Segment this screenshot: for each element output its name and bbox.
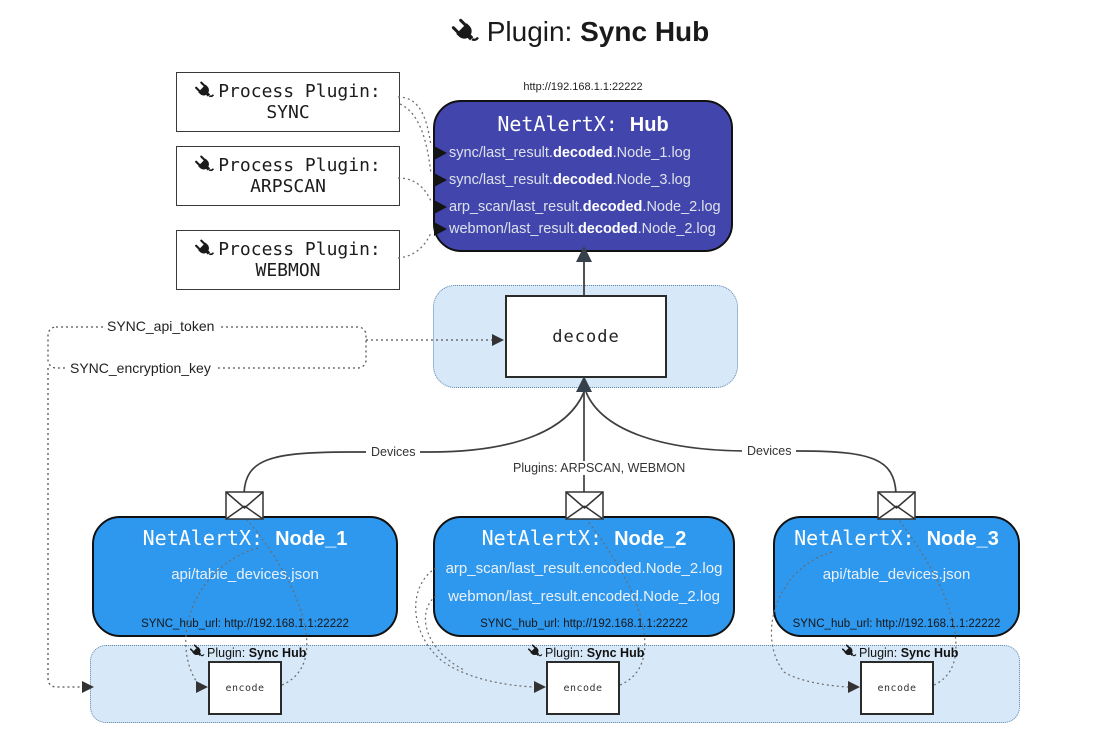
process-plugin-arpscan-box: Process Plugin: ARPSCAN (176, 146, 400, 206)
process-plugin-label: Process Plugin: (218, 81, 381, 102)
node1-file: api/table_devices.json (171, 566, 319, 583)
encode-box-1: encode (208, 661, 282, 715)
log-bold: decoded (577, 221, 638, 237)
node-title-prefix: NetAlertX: (481, 526, 615, 550)
node1-hub-url: SYNC_hub_url: http://192.168.1.1:22222 (141, 618, 349, 630)
hub-log-line: arp_scan/last_result.decoded.Node_2.log (449, 199, 734, 215)
encode-box-2: encode (546, 661, 620, 715)
node3-hub-url: SYNC_hub_url: http://192.168.1.1:22222 (792, 618, 1001, 630)
process-plugin-name: ARPSCAN (250, 176, 326, 197)
node2-file: arp_scan/last_result.encoded.Node_2.log (445, 560, 723, 577)
node2-title: NetAlertX: Node_2 (433, 526, 735, 551)
plug-icon (449, 17, 481, 49)
node-title-bold: Node_3 (926, 528, 999, 550)
band-plugin-label: Plugin: Sync Hub (189, 643, 307, 661)
log-bold: decoded (552, 172, 613, 188)
devices-label-left: Devices (366, 445, 421, 459)
log-post: .Node_2.log (637, 221, 716, 237)
process-plugin-label: Process Plugin: (218, 155, 381, 176)
sync-encryption-key-label: SYNC_encryption_key (66, 360, 215, 376)
node-title-prefix: NetAlertX: (142, 526, 276, 550)
log-post: .Node_2.log (642, 199, 721, 215)
process-plugin-webmon-box: Process Plugin: WEBMON (176, 230, 400, 290)
plug-icon (527, 643, 544, 661)
band-plugin-prefix: Plugin: (545, 646, 587, 660)
node-title-prefix: NetAlertX: (794, 526, 927, 550)
hub-url: http://192.168.1.1:22222 (523, 81, 643, 93)
hub-title-prefix: NetAlertX: (497, 112, 630, 136)
plugin-to-hub-links (397, 96, 432, 259)
band-plugin-bold: Sync Hub (248, 646, 307, 660)
band-plugin-bold: Sync Hub (900, 646, 959, 660)
hub-log-line: webmon/last_result.decoded.Node_2.log (449, 221, 734, 237)
page-title-bold: Sync Hub (580, 16, 710, 47)
plug-icon (195, 155, 216, 176)
band-plugin-label: Plugin: Sync Hub (841, 643, 959, 661)
log-post: .Node_3.log (612, 172, 691, 188)
plug-icon (195, 81, 216, 102)
band-plugin-prefix: Plugin: (859, 646, 901, 660)
process-plugin-name: WEBMON (255, 260, 321, 281)
node2-hub-url: SYNC_hub_url: http://192.168.1.1:22222 (480, 618, 688, 630)
plug-icon (841, 643, 858, 661)
band-plugin-label: Plugin: Sync Hub (527, 643, 645, 661)
decode-box: decode (505, 295, 667, 378)
node-title-bold: Node_2 (614, 528, 687, 550)
hub-title-bold: Hub (629, 114, 669, 136)
process-plugin-label: Process Plugin: (218, 239, 381, 260)
hub-log-line: sync/last_result.decoded.Node_1.log (449, 145, 734, 161)
process-plugin-sync-box: Process Plugin: SYNC (176, 72, 400, 132)
plug-icon (195, 239, 216, 260)
log-pre: sync/last_result. (449, 145, 553, 161)
node2-file: webmon/last_result.encoded.Node_2.log (448, 588, 720, 605)
plug-icon (189, 643, 206, 661)
log-bold: decoded (582, 199, 643, 215)
node-title-bold: Node_1 (275, 528, 348, 550)
sync-api-token-label: SYNC_api_token (103, 318, 219, 334)
node1-title: NetAlertX: Node_1 (92, 526, 398, 551)
hub-log-line: sync/last_result.decoded.Node_3.log (449, 172, 734, 188)
hub-box (433, 100, 733, 252)
hub-title: NetAlertX: Hub (433, 112, 733, 137)
band-plugin-bold: Sync Hub (586, 646, 645, 660)
log-bold: decoded (552, 145, 613, 161)
page-title-prefix: Plugin: (486, 16, 581, 47)
log-pre: arp_scan/last_result. (449, 199, 583, 215)
log-post: .Node_1.log (612, 145, 691, 161)
node3-file: api/table_devices.json (822, 566, 971, 583)
log-pre: sync/last_result. (449, 172, 553, 188)
process-plugin-name: SYNC (266, 102, 310, 123)
band-plugin-prefix: Plugin: (207, 646, 249, 660)
envelope-icon (225, 491, 916, 520)
log-pre: webmon/last_result. (449, 221, 578, 237)
plugins-arpscan-webmon-label: Plugins: ARPSCAN, WEBMON (508, 461, 691, 475)
devices-curves (243, 391, 897, 494)
node3-title: NetAlertX: Node_3 (773, 526, 1020, 551)
encode-box-3: encode (860, 661, 934, 715)
page-title: Plugin: Sync Hub (45, 16, 1115, 49)
devices-label-right: Devices (742, 444, 797, 458)
